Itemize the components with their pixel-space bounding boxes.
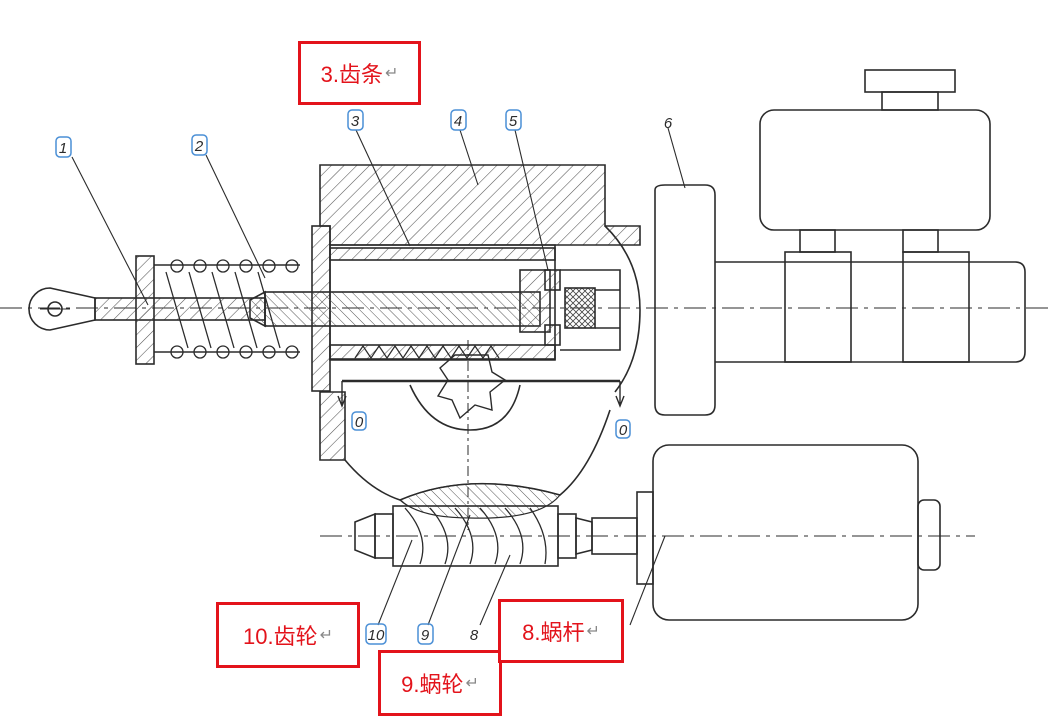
cylinder-body (715, 261, 1026, 363)
motor (636, 444, 941, 621)
housing (319, 164, 641, 246)
cylinder-flange (654, 184, 716, 416)
part-number-9: 9 (421, 627, 430, 644)
callout-wormwheel-label: 9.蜗轮 (401, 672, 464, 697)
return-mark: ↵ (384, 65, 399, 82)
part-number-4: 4 (454, 113, 462, 130)
part-number-1: 1 (59, 140, 67, 157)
inner-rod (264, 291, 541, 327)
callout-worm: 8.蜗杆↵ (498, 599, 624, 663)
part-number-10: 10 (368, 627, 385, 644)
pinion-gear (436, 340, 507, 530)
return-mark: ↵ (586, 623, 600, 640)
return-mark: ↵ (319, 627, 333, 644)
part-number-8: 8 (470, 627, 479, 644)
spring (135, 255, 300, 365)
part-number-6: 6 (664, 115, 673, 132)
part-number-3: 3 (351, 113, 360, 130)
gear-segment (398, 483, 562, 519)
callout-rack-label: 3.齿条 (320, 62, 383, 87)
section-mark-left: 0 (355, 414, 364, 431)
push-rod (94, 297, 266, 321)
reservoir (759, 109, 991, 231)
part-number-5: 5 (509, 113, 518, 130)
plunger (564, 287, 596, 329)
callout-worm-label: 8.蜗杆 (522, 620, 585, 645)
leader-lines (71, 127, 686, 626)
callout-gear-label: 10.齿轮 (243, 624, 318, 649)
callout-gear: 10.齿轮↵ (216, 602, 360, 668)
return-mark: ↵ (465, 675, 479, 692)
section-mark-right: 0 (619, 422, 628, 439)
callout-wormwheel: 9.蜗轮↵ (378, 650, 502, 716)
seal (544, 269, 561, 291)
worm-shaft (354, 505, 638, 567)
part-number-2: 2 (194, 138, 204, 155)
callout-rack: 3.齿条↵ (298, 41, 421, 105)
clevis (28, 287, 96, 331)
